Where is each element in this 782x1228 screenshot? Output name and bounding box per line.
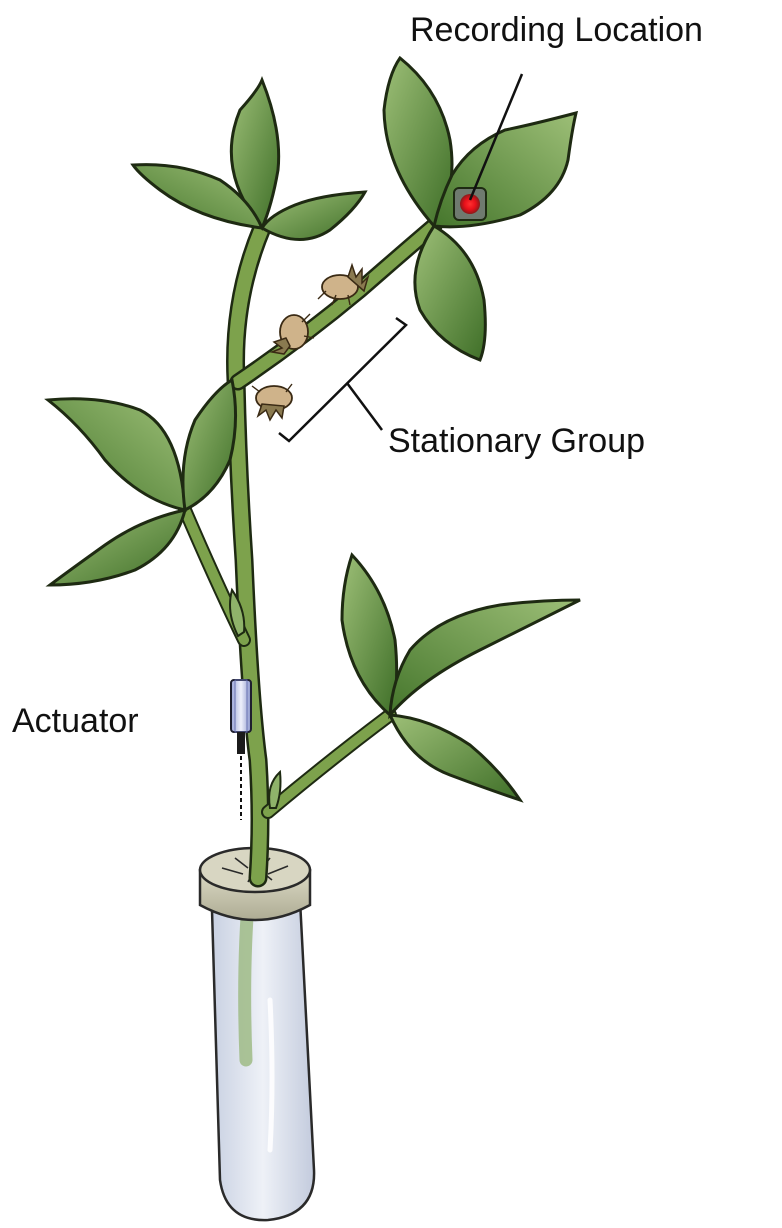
recording-marker (454, 188, 486, 220)
test-tube (212, 880, 314, 1220)
insect-group (252, 265, 368, 420)
insect (252, 384, 292, 420)
recording-location-label: Recording Location (410, 13, 703, 47)
stationary-group-label: Stationary Group (388, 424, 645, 458)
leaf-cluster-lower-right (342, 555, 580, 800)
main-stem (185, 226, 434, 878)
leaf-cluster-top-left (133, 80, 365, 240)
actuator-label: Actuator (12, 704, 139, 738)
